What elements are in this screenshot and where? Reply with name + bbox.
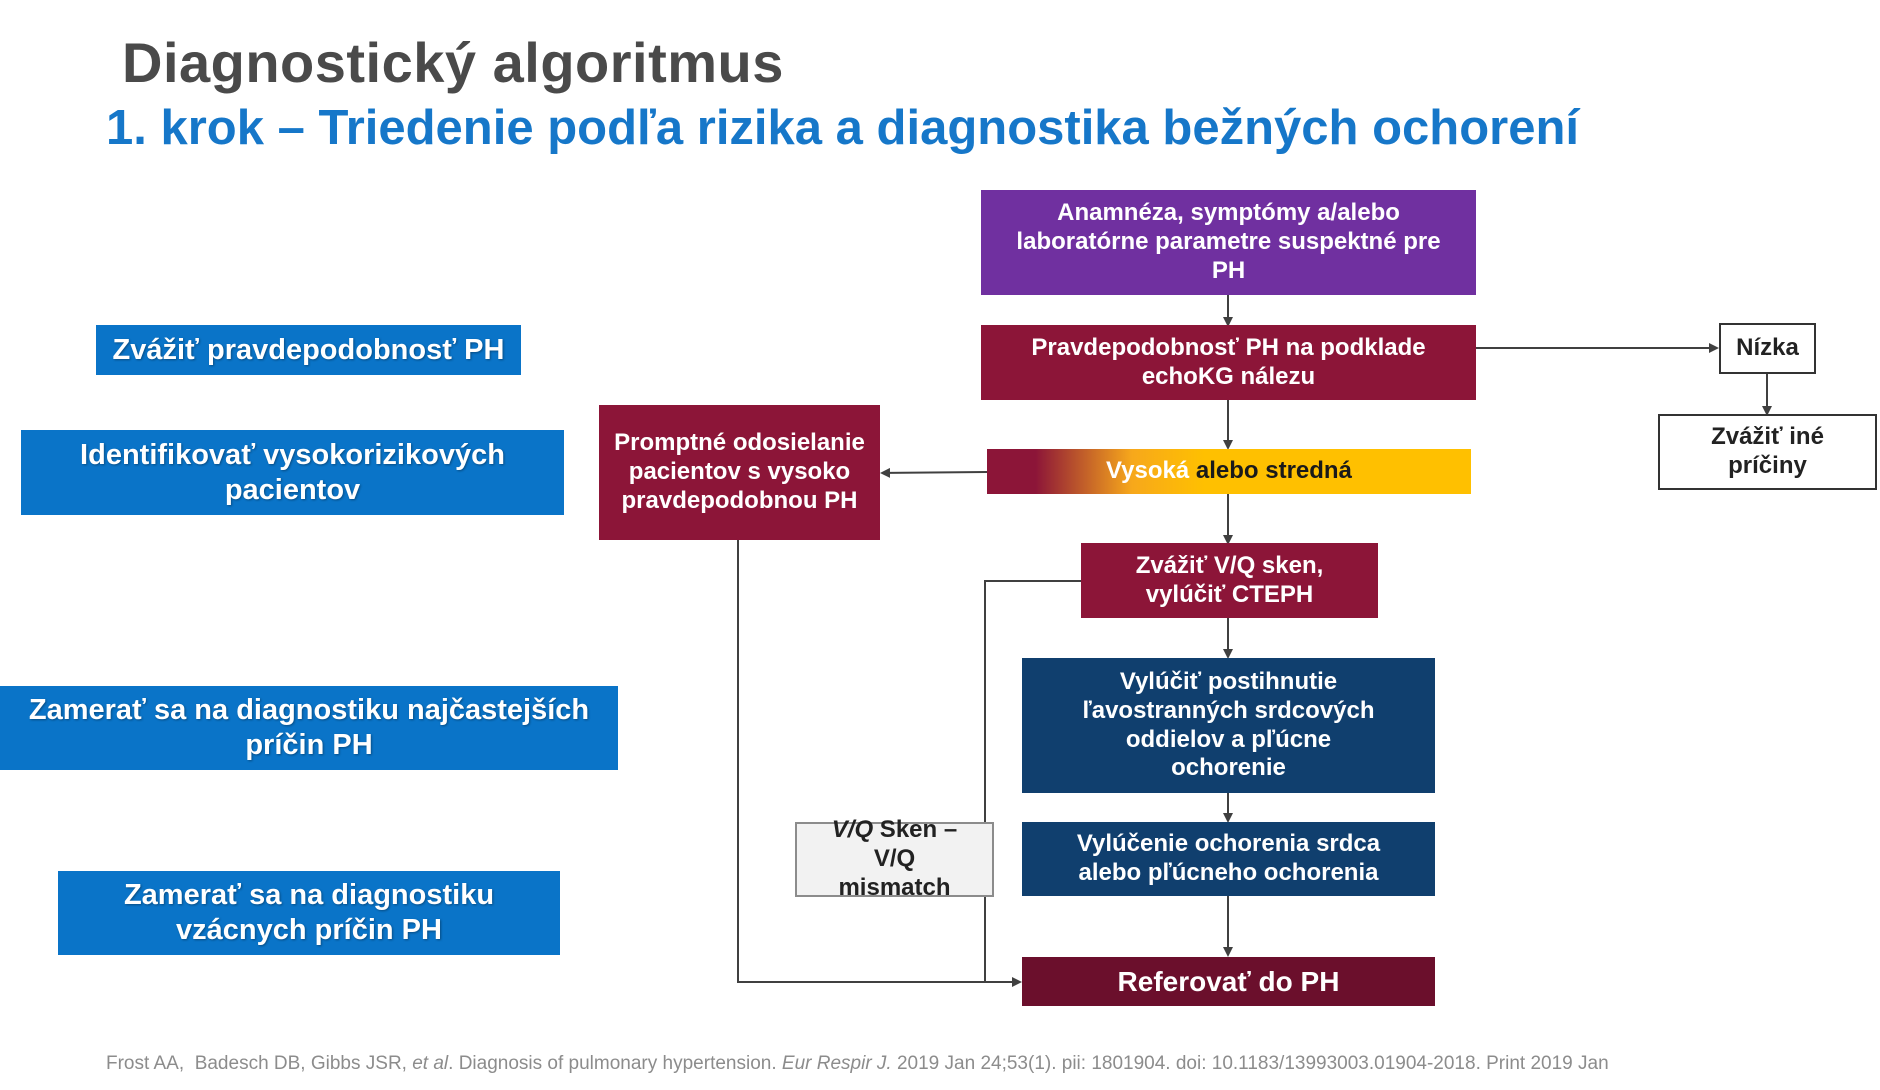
citation-et-al: et al bbox=[412, 1053, 449, 1074]
side-label-common-causes: Zamerať sa na diagnostiku najčastejších … bbox=[0, 686, 618, 770]
page-title: Diagnostický algoritmus bbox=[122, 31, 784, 94]
high-label: Vysoká bbox=[1106, 457, 1190, 485]
line-vq-to-mismatch bbox=[984, 580, 1081, 822]
node-vq-mismatch: V/Q Sken – V/Q mismatch bbox=[795, 816, 994, 901]
node-high-or-medium: Vysoká alebo stredná bbox=[987, 449, 1471, 494]
node-excluded-heart-lung: Vylúčenie ochorenia srdca alebo pľúcneho… bbox=[1022, 822, 1435, 896]
citation-journal: Eur Respir J. bbox=[781, 1053, 892, 1074]
page-subtitle: 1. krok – Triedenie podľa rizika a diagn… bbox=[106, 101, 1579, 155]
arrow-referral-to-refer bbox=[737, 540, 1022, 987]
arrow-high-to-referral bbox=[880, 467, 988, 478]
node-consider-other: Zvážiť iné príčiny bbox=[1658, 414, 1877, 490]
citation-rest: 2019 Jan 24;53(1). pii: 1801904. doi: 10… bbox=[891, 1053, 1609, 1074]
side-label-probability: Zvážiť pravdepodobnosť PH bbox=[96, 325, 521, 375]
side-label-high-risk: Identifikovať vysokorizikových pacientov bbox=[21, 430, 564, 515]
vq-mismatch-text: Sken – V/Q mismatch bbox=[838, 816, 964, 901]
side-label-rare-causes: Zamerať sa na diagnostiku vzácnych príči… bbox=[58, 871, 560, 955]
vq-italic: V/Q bbox=[831, 816, 874, 844]
citation-title: . Diagnosis of pulmonary hypertension. bbox=[448, 1053, 782, 1074]
node-echo-probability: Pravdepodobnosť PH na podklade echoKG ná… bbox=[981, 325, 1476, 400]
node-prompt-referral: Promptné odosielanie pacientov s vysoko … bbox=[599, 405, 880, 540]
citation-authors: Frost AA, Badesch DB, Gibbs JSR, bbox=[106, 1053, 413, 1074]
node-anamnesis: Anamnéza, symptómy a/alebo laboratórne p… bbox=[981, 190, 1476, 295]
node-vq-scan: Zvážiť V/Q sken, vylúčiť CTEPH bbox=[1081, 543, 1378, 618]
node-refer: Referovať do PH bbox=[1022, 957, 1435, 1006]
node-low: Nízka bbox=[1719, 323, 1816, 374]
node-exclude-left-heart: Vylúčiť postihnutie ľavostranných srdcov… bbox=[1022, 658, 1435, 793]
or-medium-label: alebo stredná bbox=[1189, 457, 1352, 485]
citation: Frost AA, Badesch DB, Gibbs JSR, et al. … bbox=[106, 1053, 1609, 1075]
